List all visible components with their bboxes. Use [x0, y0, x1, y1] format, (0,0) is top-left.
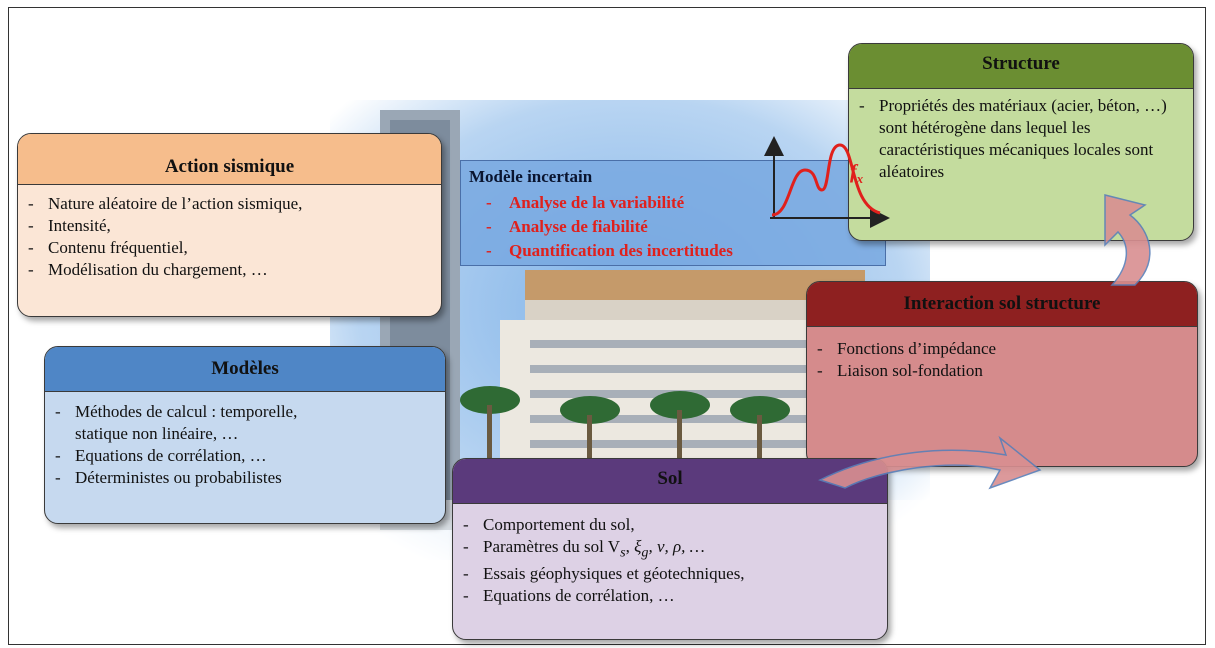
- soil-box: Sol Comportement du sol, Paramètres du s…: [452, 458, 888, 640]
- list-item: Essais géophysiques et géotechniques,: [453, 563, 887, 585]
- list-item: Contenu fréquentiel,: [18, 237, 441, 259]
- seismic-action-box: Action sismique Nature aléatoire de l’ac…: [17, 133, 442, 317]
- models-title: Modèles: [45, 347, 445, 392]
- structure-list: Propriétés des matériaux (acier, béton, …: [849, 89, 1193, 183]
- uncertain-model-list: Analyse de la variabilité Analyse de fia…: [461, 191, 733, 263]
- list-item: Equations de corrélation, …: [453, 585, 887, 607]
- list-item: Liaison sol-fondation: [807, 360, 1197, 382]
- list-item: Equations de corrélation, …: [45, 445, 445, 467]
- soil-params-rest: , ν, ρ, …: [648, 537, 705, 556]
- list-item: Intensité,: [18, 215, 441, 237]
- list-item-text: Paramètres du sol V: [483, 537, 621, 556]
- list-item: Fonctions d’impédance: [807, 338, 1197, 360]
- list-item: Méthodes de calcul : temporelle,: [45, 401, 445, 423]
- list-item-text: statique non linéaire, …: [75, 424, 239, 443]
- list-item: Propriétés des matériaux (acier, béton, …: [849, 95, 1187, 183]
- soil-list: Comportement du sol, Paramètres du sol V…: [453, 504, 887, 607]
- interaction-title: Interaction sol structure: [807, 282, 1197, 327]
- list-item: Déterministes ou probabilistes: [45, 467, 445, 489]
- structure-box: Structure Propriétés des matériaux (acie…: [848, 43, 1194, 241]
- uncertain-model-box: Modèle incertain Analyse de la variabili…: [460, 160, 886, 266]
- list-item: Quantification des incertitudes: [461, 239, 733, 263]
- interaction-list: Fonctions d’impédance Liaison sol-fondat…: [807, 327, 1197, 382]
- list-item-params: Paramètres du sol Vs, ξg, ν, ρ, …: [453, 536, 887, 563]
- list-item: Nature aléatoire de l’action sismique,: [18, 193, 441, 215]
- seismic-action-list: Nature aléatoire de l’action sismique, I…: [18, 185, 441, 281]
- list-item: Modélisation du chargement, …: [18, 259, 441, 281]
- xi-subscript: g: [641, 544, 649, 561]
- uncertain-model-title: Modèle incertain: [469, 167, 593, 186]
- seismic-action-title: Action sismique: [18, 134, 441, 185]
- vs-subscript: s: [620, 544, 626, 561]
- soil-title: Sol: [453, 459, 887, 504]
- list-item-continuation: statique non linéaire, …: [45, 423, 445, 445]
- soil-structure-interaction-box: Interaction sol structure Fonctions d’im…: [806, 281, 1198, 467]
- list-item: Analyse de fiabilité: [461, 215, 733, 239]
- list-item: Comportement du sol,: [453, 514, 887, 536]
- list-item: Analyse de la variabilité: [461, 191, 733, 215]
- models-box: Modèles Méthodes de calcul : temporelle,…: [44, 346, 446, 524]
- structure-title: Structure: [849, 44, 1193, 89]
- xi-symbol: ξ: [634, 537, 642, 556]
- models-list: Méthodes de calcul : temporelle, statiqu…: [45, 392, 445, 489]
